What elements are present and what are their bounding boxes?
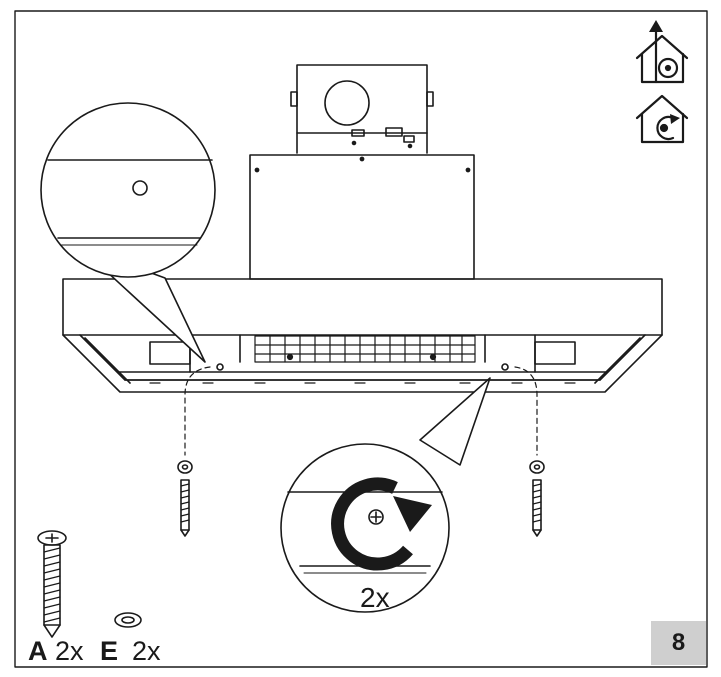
part-a-letter: A: [28, 636, 48, 666]
zoom-screw-count: 2x: [360, 582, 390, 613]
recirculation-icon: [635, 94, 689, 144]
screw-icon: [37, 530, 67, 638]
washer-left: [177, 460, 193, 474]
ducted-extraction-icon: [635, 20, 689, 84]
hood-canopy: [62, 278, 663, 393]
part-a-count: 2x: [55, 636, 84, 666]
part-e-letter: E: [100, 636, 119, 666]
page-number-box: 8: [651, 621, 706, 665]
page-number: 8: [671, 629, 686, 656]
screw-right: [532, 479, 542, 537]
clockwise-rotation-icon: [331, 477, 432, 571]
screw-guide-lines: [184, 366, 538, 456]
washer-right: [529, 460, 545, 474]
page-frame: [14, 10, 708, 668]
screw-hole-right: [501, 363, 509, 371]
washer-icon: [114, 612, 142, 628]
hood-chimney: [249, 154, 475, 280]
zoom-callout-screw: [280, 377, 491, 613]
screw-left: [180, 479, 190, 537]
part-e-count: 2x: [132, 636, 161, 666]
screw-hole-left: [216, 363, 224, 371]
motor-housing: [290, 64, 434, 154]
grease-filter: [254, 335, 476, 363]
zoom-callout-hole: [40, 102, 216, 363]
